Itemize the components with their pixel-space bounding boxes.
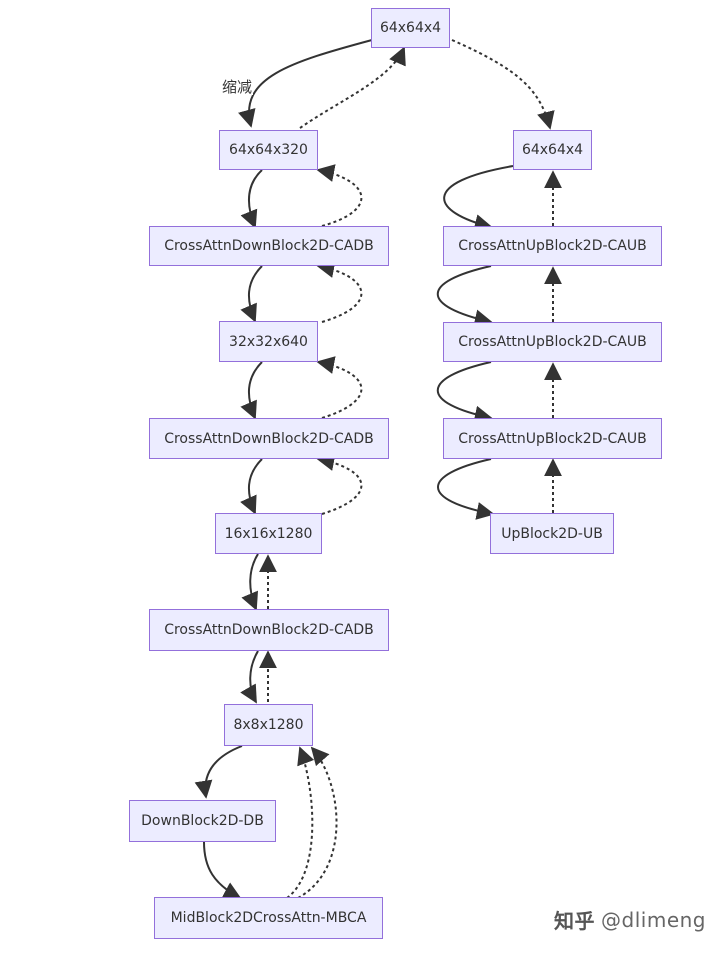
- node-upblock: UpBlock2D-UB: [490, 513, 614, 554]
- edge-mid-to-s8-b: [297, 746, 338, 899]
- edge-up2-to-up3: [436, 361, 493, 424]
- node-down2: CrossAttnDownBlock2D-CADB: [149, 418, 389, 459]
- edge-downb-to-mid: [203, 841, 242, 899]
- zhihu-logo: 知乎: [554, 909, 596, 933]
- edge-up1-to-up2: [436, 265, 493, 328]
- edge-right-top-to-up1: [443, 165, 514, 232]
- node-down1: CrossAttnDownBlock2D-CADB: [149, 226, 389, 266]
- edge-top-to-latent: [238, 39, 373, 128]
- edge-s16-to-down2: [316, 453, 363, 515]
- watermark: 知乎 @dlimeng: [554, 905, 706, 934]
- edge-down2-to-s32: [316, 356, 363, 419]
- edge-top-to-right-top: [451, 39, 555, 130]
- node-midblock: MidBlock2DCrossAttn-MBCA: [154, 897, 383, 939]
- edge-latent-to-top: [299, 46, 406, 129]
- edge-s16-to-down3: [241, 553, 259, 611]
- node-right-top: 64x64x4: [513, 130, 592, 170]
- edge-mid-to-s8-a: [286, 746, 315, 899]
- node-top: 64x64x4: [371, 8, 450, 48]
- node-s8: 8x8x1280: [224, 704, 313, 746]
- edge-down3-to-s8: [240, 650, 259, 704]
- edge-s8-to-downb: [194, 745, 243, 799]
- edge-latent-to-down1: [240, 169, 263, 229]
- edge-s32-to-down1: [316, 260, 363, 323]
- node-s32: 32x32x640: [219, 321, 318, 362]
- edge-down1-to-latent: [316, 164, 363, 227]
- node-up2: CrossAttnUpBlock2D-CAUB: [443, 322, 662, 362]
- node-latent: 64x64x320: [219, 130, 318, 170]
- edge-s32-to-down2: [240, 361, 263, 420]
- watermark-handle: @dlimeng: [601, 907, 706, 932]
- node-down3: CrossAttnDownBlock2D-CADB: [149, 609, 389, 651]
- node-s16: 16x16x1280: [215, 513, 322, 554]
- edge-down2-to-s16: [240, 458, 263, 515]
- node-downblock: DownBlock2D-DB: [129, 800, 276, 842]
- edge-up3-to-ub: [437, 458, 495, 520]
- edge-label-reduce: 缩减: [221, 78, 254, 96]
- node-up3: CrossAttnUpBlock2D-CAUB: [443, 418, 662, 459]
- edge-down1-to-s32: [240, 265, 263, 323]
- node-up1: CrossAttnUpBlock2D-CAUB: [443, 226, 662, 266]
